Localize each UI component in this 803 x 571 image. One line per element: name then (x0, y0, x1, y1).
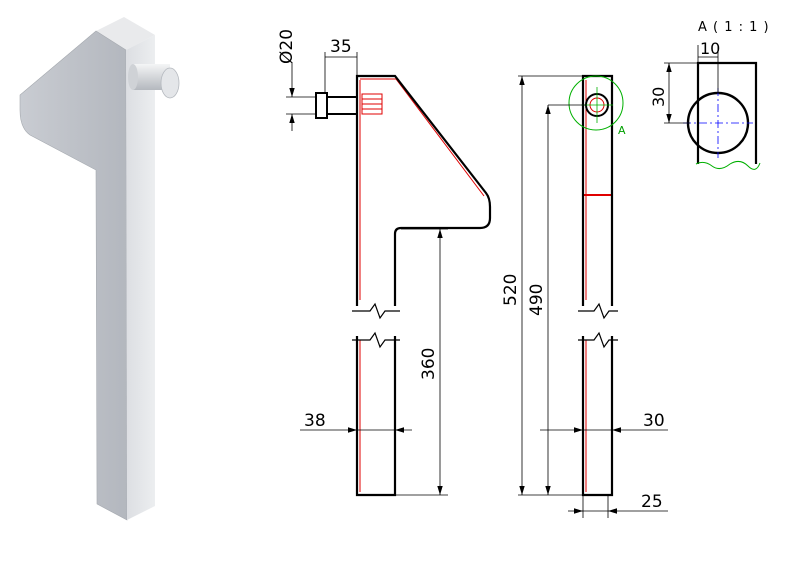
dim-side-pin-height (545, 104, 586, 495)
iso-side-face (126, 35, 155, 520)
label-detail-height: 30 (649, 87, 668, 107)
side-view (518, 74, 668, 518)
iso-top-face (96, 17, 155, 50)
detail-outline (696, 61, 758, 164)
front-section-lines (359, 78, 485, 492)
label-front-width: 38 (304, 411, 326, 431)
label-pin-length: 35 (330, 37, 352, 57)
label-front-lower-height: 360 (419, 348, 439, 380)
label-side-total-height: 520 (501, 274, 521, 306)
front-break-lower (352, 331, 400, 349)
label-side-pin-height: 490 (527, 284, 547, 316)
detail-title: A ( 1 : 1 ) (698, 20, 770, 35)
iso-pin (128, 64, 180, 99)
side-break-upper (578, 302, 618, 320)
dim-pin-length (324, 52, 358, 93)
iso-front-face (19, 30, 128, 521)
dim-detail-top (697, 45, 719, 93)
dim-pin-diameter (286, 62, 316, 131)
label-detail-top-offset: 10 (700, 39, 720, 58)
dim-front-height (395, 228, 448, 496)
front-outline-lower (355, 336, 397, 497)
label-side-thickness: 30 (643, 411, 665, 431)
side-break-lower (578, 331, 618, 349)
dim-side-total-height (518, 75, 583, 496)
isometric-view (19, 17, 180, 521)
dim-detail-height (664, 62, 698, 124)
label-side-offset: 25 (641, 492, 663, 512)
side-outline-lower (581, 336, 614, 497)
front-view (286, 52, 492, 497)
detail-view (664, 45, 761, 170)
detail-marker-circle (568, 75, 624, 131)
detail-break (695, 160, 761, 170)
detail-marker-letter: A (618, 124, 626, 137)
detail-center-lines (683, 88, 753, 158)
front-break-upper (352, 302, 400, 320)
label-pin-diameter: Ø20 (277, 29, 297, 64)
front-pin (315, 92, 357, 119)
dim-side-offset (568, 495, 668, 518)
front-outline-upper (355, 74, 492, 306)
